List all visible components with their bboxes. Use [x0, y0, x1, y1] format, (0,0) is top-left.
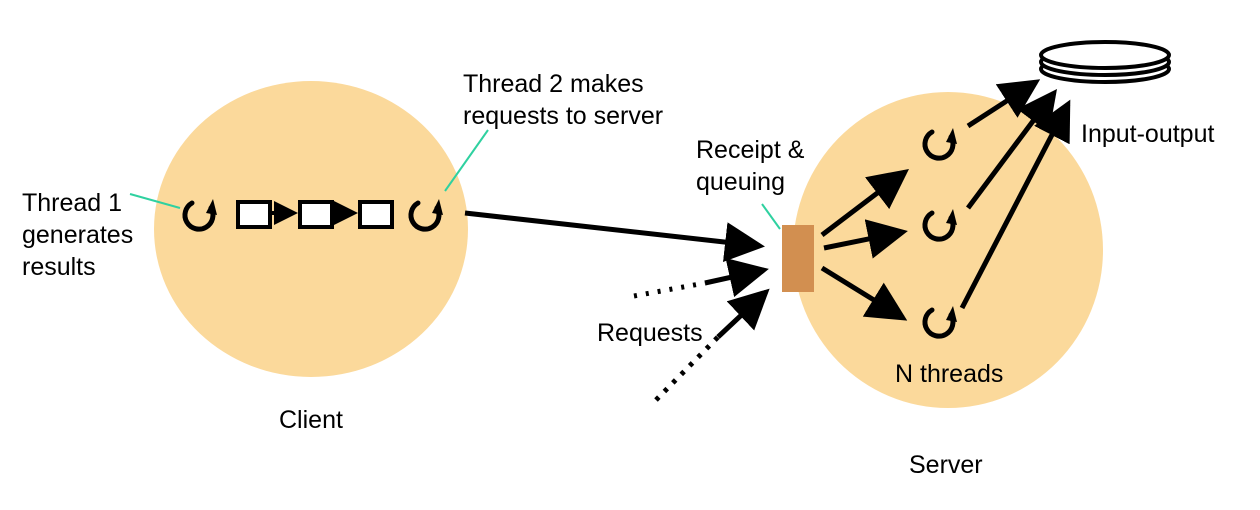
- incoming-request-dotted: [654, 335, 720, 402]
- incoming-request-dotted: [633, 280, 706, 299]
- dispatch-arrow: [820, 168, 909, 237]
- client-label: Client: [279, 406, 343, 434]
- incoming-request-arrow: [716, 288, 770, 339]
- server-label: Server: [909, 451, 983, 479]
- result-box: [236, 200, 272, 229]
- thread2-label: Thread 2 makes requests to server: [463, 70, 664, 130]
- requests-label: Requests: [597, 319, 703, 347]
- thread2-callout: [444, 129, 489, 192]
- queue-box: [782, 225, 814, 292]
- request-arrow: [464, 210, 765, 262]
- dispatch-arrow: [820, 265, 908, 321]
- disk-icon: [1039, 40, 1171, 84]
- thread1-callout: [129, 193, 181, 209]
- dispatch-arrow: [823, 219, 908, 259]
- result-box: [298, 200, 334, 229]
- receipt-label: Receipt & queuing: [696, 136, 805, 196]
- thread1-label: Thread 1 generates results: [22, 189, 134, 281]
- incoming-request-arrow: [704, 257, 769, 298]
- io-arrow: [959, 99, 1071, 310]
- receipt-callout: [761, 203, 781, 230]
- n-threads-label: N threads: [895, 360, 1004, 388]
- io-label: Input-output: [1081, 120, 1215, 148]
- result-box: [358, 200, 394, 229]
